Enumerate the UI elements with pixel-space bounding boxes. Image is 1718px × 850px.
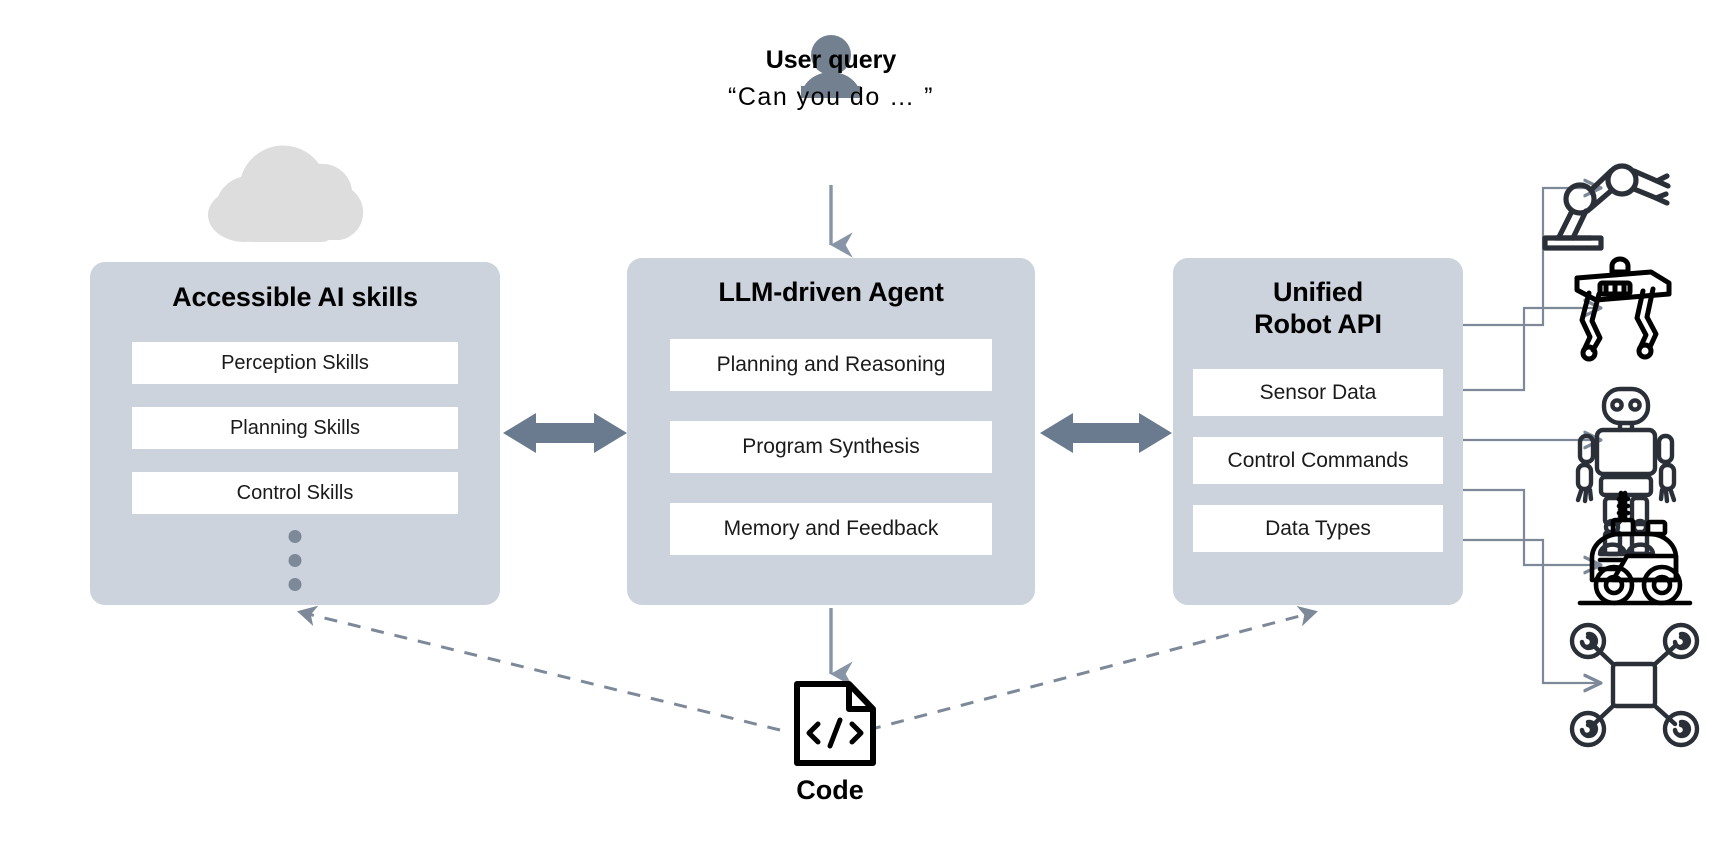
code-to-skills-dashed-arrow: [297, 605, 781, 732]
skill-chip-control[interactable]: Control Skills: [132, 472, 458, 514]
api-chip-sensor-data[interactable]: Sensor Data: [1193, 369, 1443, 416]
api-robot-connectors: [1463, 188, 1600, 683]
api-to-drone-connector: [1463, 538, 1600, 683]
user-query-block: User query “Can you do … ”: [627, 30, 1035, 112]
panel-api-title-line1: Unified: [1272, 277, 1364, 307]
agent-chip-program-synthesis[interactable]: Program Synthesis: [670, 421, 992, 473]
panel-api-title-line2: Robot API: [1254, 308, 1382, 339]
quadruped-robot-icon: [1574, 256, 1672, 362]
api-to-quadruped-connector: [1463, 308, 1600, 392]
quadcopter-drone-icon: [1569, 622, 1700, 748]
cloud-icon: [208, 145, 364, 242]
code-to-api-dashed-arrow: [867, 605, 1318, 732]
api-chip-control-commands[interactable]: Control Commands: [1193, 437, 1443, 484]
code-document-icon: [794, 681, 876, 766]
skills-agent-bidirectional-arrow: [503, 413, 627, 453]
panel-unified-robot-api: Unified Robot API Sensor Data Control Co…: [1173, 258, 1463, 605]
panel-agent-title: LLM-driven Agent: [718, 277, 944, 307]
panel-api-title: Unified Robot API: [1173, 277, 1463, 341]
agent-api-bidirectional-arrow: [1040, 413, 1172, 453]
panel-accessible-ai-skills: Accessible AI skills Perception Skills P…: [90, 262, 500, 605]
api-to-rover-connector: [1463, 488, 1600, 565]
wheeled-rover-icon: [1577, 490, 1693, 606]
robot-arm-icon: [1542, 163, 1671, 251]
vertical-ellipsis-icon: [288, 530, 302, 602]
api-chip-data-types[interactable]: Data Types: [1193, 505, 1443, 552]
agent-chip-memory-feedback[interactable]: Memory and Feedback: [670, 503, 992, 555]
skill-chip-planning[interactable]: Planning Skills: [132, 407, 458, 449]
code-label: Code: [796, 775, 864, 805]
api-to-robot-arm-connector: [1463, 188, 1600, 327]
user-query-text: “Can you do … ”: [728, 83, 934, 111]
agent-chip-planning-reasoning[interactable]: Planning and Reasoning: [670, 339, 992, 391]
humanoid-robot-icon: [1575, 386, 1677, 557]
user-query-title: User query: [765, 46, 897, 74]
panel-llm-driven-agent: LLM-driven Agent Planning and Reasoning …: [627, 258, 1035, 605]
panel-skills-title: Accessible AI skills: [172, 282, 418, 312]
skill-chip-perception[interactable]: Perception Skills: [132, 342, 458, 384]
